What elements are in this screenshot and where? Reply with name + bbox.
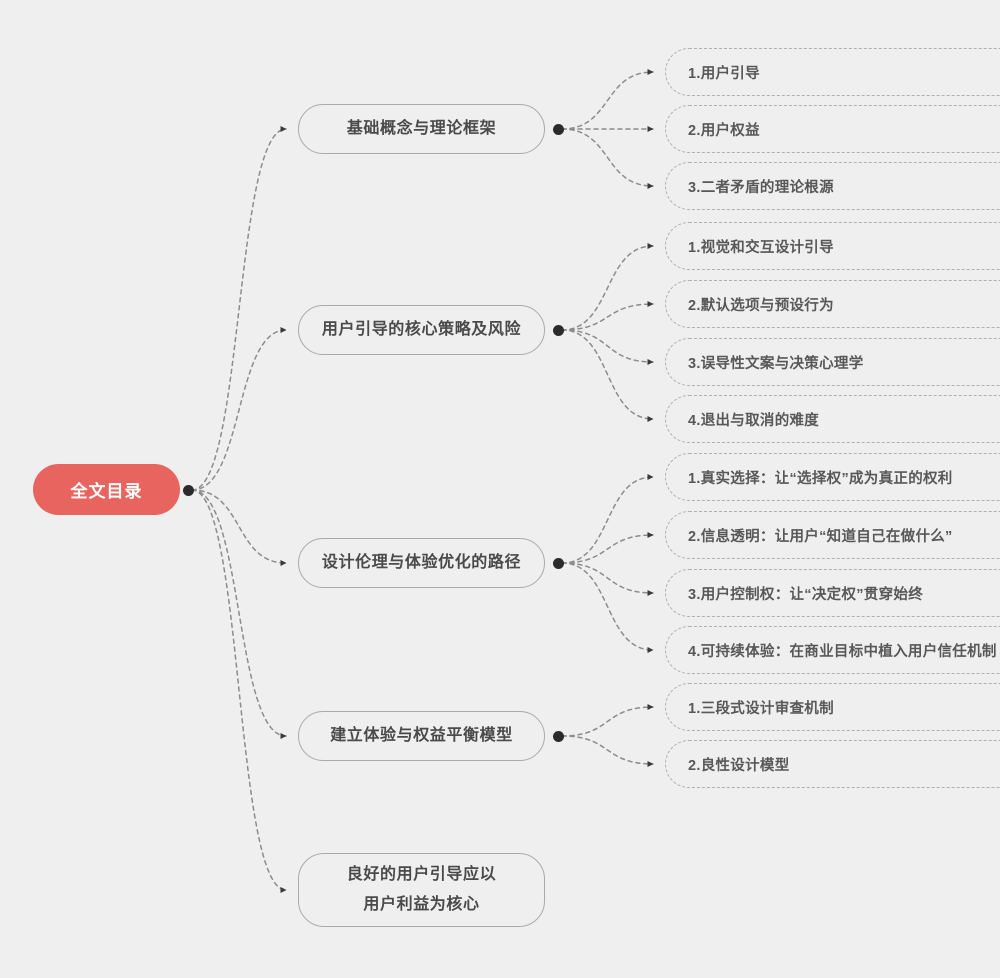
connector-edge [191, 327, 287, 491]
leaf-node-label: 4.可持续体验：在商业目标中植入用户信任机制 [688, 643, 997, 660]
branch-node-label: 良好的用户引导应以 用户利益为核心 [346, 866, 497, 913]
leaf-node-label: 3.误导性文案与决策心理学 [688, 355, 864, 372]
branch-node-2[interactable]: 用户引导的核心策略及风险 [298, 305, 545, 355]
branch-hub-dot-1[interactable] [552, 123, 564, 135]
connector-edge [191, 489, 287, 739]
leaf-node[interactable]: 2.默认选项与预设行为 [665, 280, 1000, 328]
leaf-node[interactable]: 1.真实选择：让“选择权”成为真正的权利 [665, 453, 1000, 501]
connector-edge [191, 489, 287, 566]
leaf-node[interactable]: 1.三段式设计审查机制 [665, 683, 1000, 731]
leaf-node[interactable]: 2.用户权益 [665, 105, 1000, 153]
leaf-node-label: 2.用户权益 [688, 122, 760, 139]
connector-edge [561, 128, 654, 189]
root-node-label: 全文目录 [70, 482, 143, 501]
leaf-node[interactable]: 3.二者矛盾的理论根源 [665, 162, 1000, 210]
connector-edge [191, 126, 287, 491]
branch-node-label: 建立体验与权益平衡模型 [330, 727, 513, 744]
branch-hub-dot-3[interactable] [552, 557, 564, 569]
connector-edge [561, 735, 654, 767]
root-node[interactable]: 全文目录 [33, 464, 180, 515]
root-hub-dot[interactable] [182, 484, 194, 496]
leaf-node-label: 1.视觉和交互设计引导 [688, 239, 834, 256]
leaf-node-label: 4.退出与取消的难度 [688, 412, 820, 429]
leaf-node[interactable]: 2.信息透明：让用户“知道自己在做什么” [665, 511, 1000, 559]
connector-edge [561, 329, 654, 365]
connector-edge [191, 489, 287, 893]
leaf-node-label: 1.三段式设计审查机制 [688, 700, 834, 717]
leaf-node[interactable]: 4.可持续体验：在商业目标中植入用户信任机制 [665, 626, 1000, 674]
connector-edge [561, 562, 654, 653]
leaf-node-label: 2.信息透明：让用户“知道自己在做什么” [688, 528, 953, 545]
branch-node-label: 用户引导的核心策略及风险 [321, 321, 522, 338]
leaf-node[interactable]: 1.用户引导 [665, 48, 1000, 96]
leaf-node-label: 3.用户控制权：让“决定权”贯穿始终 [688, 586, 923, 603]
leaf-node-label: 1.用户引导 [688, 65, 760, 82]
connector-edge [561, 562, 654, 596]
leaf-node[interactable]: 3.误导性文案与决策心理学 [665, 338, 1000, 386]
connector-edge [561, 301, 654, 331]
branch-node-label: 基础概念与理论框架 [346, 120, 497, 137]
branch-hub-dot-2[interactable] [552, 324, 564, 336]
branch-node-label: 设计伦理与体验优化的路径 [321, 554, 522, 571]
branch-hub-dot-4[interactable] [552, 730, 564, 742]
leaf-node-label: 1.真实选择：让“选择权”成为真正的权利 [688, 470, 953, 487]
connector-edge [561, 532, 654, 564]
leaf-node-label: 2.默认选项与预设行为 [688, 297, 834, 314]
leaf-node-label: 2.良性设计模型 [688, 757, 790, 774]
branch-node-5[interactable]: 良好的用户引导应以 用户利益为核心 [298, 853, 545, 927]
leaf-node[interactable]: 3.用户控制权：让“决定权”贯穿始终 [665, 569, 1000, 617]
connector-edge [561, 704, 654, 737]
leaf-node[interactable]: 4.退出与取消的难度 [665, 395, 1000, 443]
branch-node-3[interactable]: 设计伦理与体验优化的路径 [298, 538, 545, 588]
leaf-node[interactable]: 2.良性设计模型 [665, 740, 1000, 788]
leaf-node[interactable]: 1.视觉和交互设计引导 [665, 222, 1000, 270]
connector-edge [561, 329, 654, 422]
connector-edge [561, 243, 654, 331]
leaf-node-label: 3.二者矛盾的理论根源 [688, 179, 834, 196]
connector-edge [561, 474, 654, 564]
connector-edge [561, 69, 654, 130]
branch-node-1[interactable]: 基础概念与理论框架 [298, 104, 545, 154]
branch-node-4[interactable]: 建立体验与权益平衡模型 [298, 711, 545, 761]
